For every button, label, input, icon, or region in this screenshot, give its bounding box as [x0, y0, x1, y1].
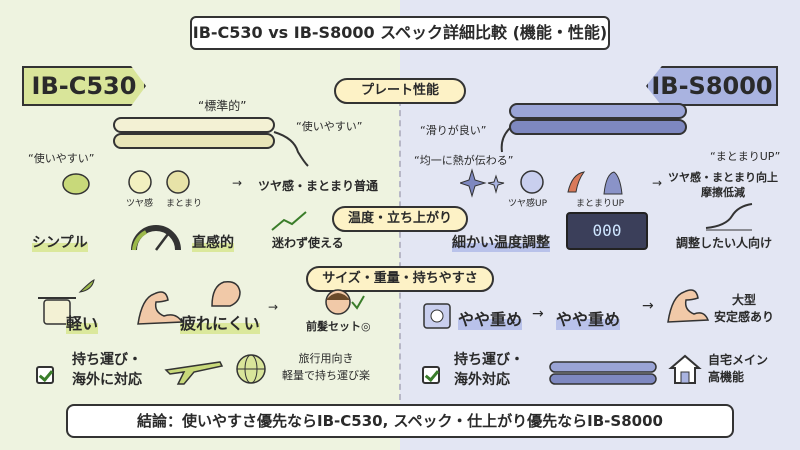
right-model-badge: IB-S8000	[646, 66, 778, 106]
left-bangs-label: 前髪セット◎	[306, 320, 371, 333]
left-travel-result: 旅行用向き 軽量で持ち運び楽	[282, 352, 370, 382]
airplane-icon	[164, 361, 224, 385]
right-travel-label: 持ち運び・ 海外対応	[454, 352, 524, 388]
arrow-icon: →	[642, 298, 654, 314]
page-title: IB-C530 vs IB-S8000 スペック詳細比較 (機能・性能)	[190, 16, 610, 50]
arrow-icon: →	[532, 306, 544, 322]
bundle-icon	[166, 170, 190, 194]
trend-curve-icon	[705, 203, 753, 231]
arrow-icon: →	[232, 176, 243, 190]
center-divider	[399, 100, 401, 400]
scale-icon	[423, 303, 451, 329]
arm-icon	[137, 291, 184, 325]
gauge-icon	[131, 225, 181, 251]
left-plate-quote-right: “使いやすい”	[296, 120, 363, 133]
hair-bundle-icon	[603, 171, 623, 195]
sparkle-icon	[487, 174, 505, 194]
section-size: サイズ・重量・持ちやすさ	[306, 266, 494, 292]
section-temp: 温度・立ち上がり	[332, 206, 468, 232]
section-plate: プレート性能	[334, 78, 466, 104]
left-plate-icons	[62, 170, 190, 195]
house-icon	[668, 354, 702, 384]
right-temp-result: 調整したい人向け	[676, 236, 773, 250]
left-temp-label-intuitive: 直感的	[192, 232, 234, 252]
right-icon-label-tsuya: ツヤ感UP	[508, 199, 548, 209]
globe-icon	[236, 354, 266, 384]
temperature-display: 000	[566, 212, 648, 250]
right-stability-label: 大型 安定感あり	[714, 293, 775, 324]
arrow-icon: →	[268, 300, 279, 314]
left-model-badge: IB-C530	[22, 66, 146, 106]
hair-gloss-icon	[520, 170, 544, 194]
strong-arm-icon	[667, 289, 710, 323]
right-home-label: 自宅メイン 高機能	[708, 353, 769, 384]
right-weight-label-1: やや重め	[458, 306, 523, 330]
hand-icon	[211, 280, 241, 307]
left-icon-label-matomari: まとまり	[166, 199, 203, 209]
right-icon-label-matomari: まとまりUP	[576, 199, 625, 209]
right-weight-label-2: やや重め	[556, 306, 621, 330]
right-plate-quote-right: “まとまりUP”	[710, 150, 781, 163]
conclusion-banner: 結論：使いやすさ優先ならIB-C530, スペック・仕上がり優先ならIB-S80…	[66, 404, 734, 438]
right-straightener-icon	[500, 103, 687, 153]
right-plate-quote-smooth: “滑りが良い”	[420, 124, 487, 137]
left-straightener-icon	[113, 117, 309, 167]
person-bangs-icon	[325, 289, 365, 315]
left-travel-label: 持ち運び・ 海外に対応	[72, 352, 142, 388]
sparkle-icon	[460, 168, 487, 198]
right-temp-label: 細かい温度調整	[452, 232, 550, 252]
arrow-icon: →	[652, 176, 663, 190]
check-icon	[36, 366, 54, 384]
check-icon	[422, 366, 440, 384]
left-temp-label-simple: シンプル	[32, 232, 88, 252]
left-plate-quote-top: “標準的”	[198, 99, 247, 113]
hair-icon	[62, 173, 90, 195]
right-plate-icons	[460, 168, 623, 198]
trend-up-icon	[271, 211, 307, 231]
right-plate-quote-heat: “均一に熱が伝わる”	[414, 154, 514, 167]
left-temp-result: 迷わず使える	[272, 236, 344, 250]
left-weight-label: 軽い	[66, 310, 99, 334]
right-plate-result: ツヤ感・まとまり向上 摩擦低減	[668, 171, 778, 199]
hair-strand-icon	[567, 171, 586, 193]
left-fatigue-label: 疲れにくい	[180, 310, 260, 334]
left-icon-label-tsuya: ツヤ感	[126, 199, 154, 209]
left-plate-result: ツヤ感・まとまり普通	[258, 179, 379, 193]
face-icon	[128, 170, 152, 194]
right-straightener-small-icon	[549, 361, 657, 385]
left-plate-quote-left: “使いやすい”	[28, 152, 95, 165]
